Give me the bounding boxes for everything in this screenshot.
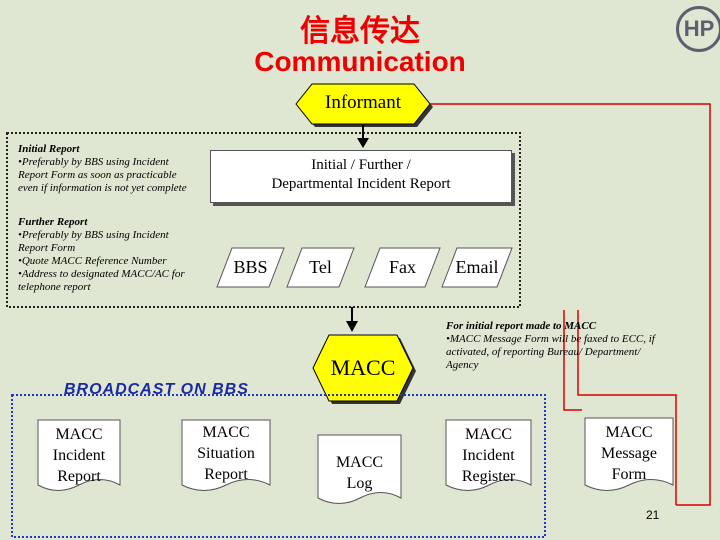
doc-log: MACC Log	[318, 452, 401, 494]
channel-tel: Tel	[309, 257, 332, 277]
report-box-line: Departmental Incident Report	[271, 176, 451, 192]
informant-label: Informant	[325, 92, 401, 113]
note-line: •Quote MACC Reference Number	[18, 255, 167, 267]
red-connectors	[428, 103, 711, 506]
report-frame	[6, 132, 521, 308]
further-report-note: Further Report •Preferably by BBS using …	[18, 216, 218, 294]
note-line: Report Form as soon as practicable	[18, 169, 177, 181]
macc-fax-note: For initial report made to MACC •MACC Me…	[446, 320, 686, 372]
macc-label: MACC	[330, 355, 396, 380]
page-title-english: Communication	[254, 46, 466, 77]
page-number: 21	[646, 508, 660, 522]
note-line: Agency	[446, 359, 479, 371]
note-line: Report Form	[18, 242, 76, 254]
document-shapes	[37, 417, 674, 504]
doc-line: Report	[57, 468, 101, 485]
doc-line: MACC	[605, 424, 653, 441]
broadcast-frame	[11, 394, 546, 538]
note-line: For initial report made to MACC	[446, 320, 597, 332]
doc-line: Form	[611, 466, 647, 483]
note-line: even if information is not yet complete	[18, 182, 187, 194]
note-line: telephone report	[18, 281, 91, 293]
doc-line: Register	[461, 468, 516, 485]
doc-incident-report: MACC Incident Report	[38, 424, 120, 487]
doc-line: Incident	[462, 447, 515, 464]
note-line: activated, of reporting Bureau/ Departme…	[446, 346, 641, 358]
doc-line: MACC	[202, 424, 250, 441]
initial-report-note: Initial Report •Preferably by BBS using …	[18, 143, 218, 195]
macc-hexagon	[312, 334, 414, 402]
doc-line: Log	[346, 475, 373, 492]
note-line: Further Report	[18, 216, 88, 228]
doc-line: Incident	[52, 447, 106, 464]
page-title-chinese: 信息传达	[300, 14, 420, 49]
doc-incident-register: MACC Incident Register	[446, 424, 531, 487]
doc-situation-report: MACC Situation Report	[182, 422, 270, 485]
broadcast-label: BROADCAST ON BBS	[64, 381, 249, 398]
channel-fax: Fax	[389, 257, 416, 277]
note-line: •Address to designated MACC/AC for	[18, 268, 185, 280]
channel-bbs: BBS	[233, 257, 268, 277]
doc-line: Situation	[197, 445, 255, 462]
note-line: Initial Report	[18, 143, 80, 155]
channel-email: Email	[455, 257, 499, 277]
doc-line: MACC	[55, 426, 103, 443]
doc-message-form: MACC Message Form	[585, 422, 673, 485]
note-line: •Preferably by BBS using Incident	[18, 229, 169, 241]
doc-line: Report	[204, 466, 248, 483]
doc-line: MACC	[464, 426, 513, 443]
informant-hexagon	[295, 83, 431, 125]
doc-line: MACC	[335, 454, 384, 471]
note-line: •MACC Message Form will be faxed to ECC,…	[446, 333, 655, 345]
report-box-line: Initial / Further /	[311, 157, 411, 173]
incident-report-box: Initial / Further / Departmental Inciden…	[210, 150, 512, 203]
channel-shapes	[216, 247, 513, 288]
note-line: •Preferably by BBS using Incident	[18, 156, 169, 168]
doc-line: Message	[601, 445, 657, 462]
